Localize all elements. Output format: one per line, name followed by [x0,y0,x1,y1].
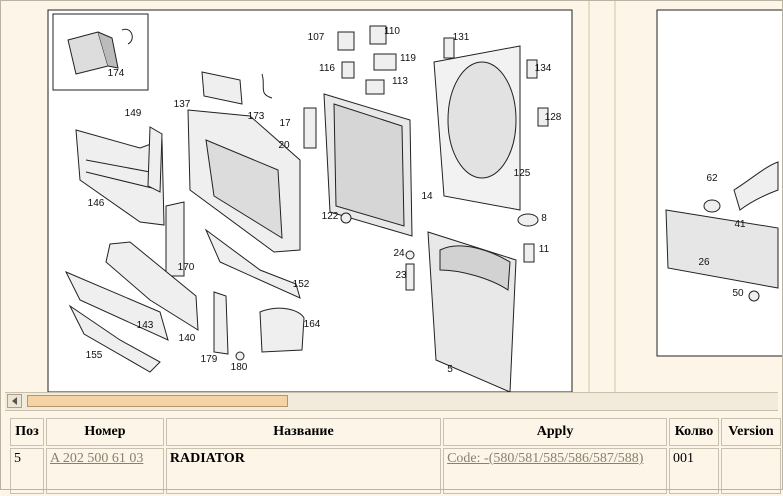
horizontal-scrollbar[interactable] [5,392,778,411]
callout-label-125[interactable]: 125 [514,168,531,179]
part-drawings [64,25,779,392]
divider-right [614,0,616,392]
callout-label-11[interactable]: 11 [539,244,550,255]
callout-label-137[interactable]: 137 [174,99,191,110]
diagram-pane: 174 137 173 149 146 17 20 107 110 119 116 113 131 134… [0,0,783,392]
callout-label-116[interactable]: 116 [319,63,335,74]
callout-labels: 174 137 173 149 146 17 20 107 110 119 116 113 131 134… [86,26,746,375]
callout-label-20[interactable]: 20 [278,140,290,151]
table-row[interactable]: 5 A 202 500 61 03 RADIATOR Code: -(580/5… [10,448,781,494]
callout-label-164[interactable]: 164 [304,319,321,330]
callout-label-122[interactable]: 122 [322,211,339,222]
callout-label-107[interactable]: 107 [308,32,325,43]
parts-diagram[interactable]: 174 137 173 149 146 17 20 107 110 119 116 113 131 134… [0,0,783,392]
scroll-thumb[interactable] [27,395,288,407]
callout-label-173[interactable]: 173 [248,111,265,122]
table-header-row: Поз Номер Название Apply Колво Version [10,418,781,446]
callout-label-23[interactable]: 23 [395,270,407,281]
apply-code-link[interactable]: Code: -(580/581/585/586/587/588) [447,451,644,466]
callout-label-17[interactable]: 17 [279,118,291,129]
callout-label-140[interactable]: 140 [179,333,196,344]
cell-pos: 5 [10,448,44,494]
callout-label-41[interactable]: 41 [734,219,746,230]
callout-label-170[interactable]: 170 [178,262,195,273]
callout-label-14[interactable]: 14 [421,191,433,202]
callout-label-24[interactable]: 24 [393,248,405,259]
col-header-name[interactable]: Название [165,418,442,446]
col-header-pos[interactable]: Поз [10,418,44,446]
col-header-apply[interactable]: Apply [443,418,667,446]
scroll-left-button[interactable] [7,394,22,408]
callout-label-128[interactable]: 128 [545,112,562,123]
col-header-number[interactable]: Номер [45,418,164,446]
callout-label-143[interactable]: 143 [137,320,154,331]
callout-label-62[interactable]: 62 [706,173,718,184]
callout-label-152[interactable]: 152 [293,279,310,290]
cell-version [720,448,781,494]
col-header-qty[interactable]: Колво [669,418,719,446]
cell-number: A 202 500 61 03 [45,448,164,494]
divider-left [588,0,590,392]
cell-name: RADIATOR [165,448,442,494]
parts-table: Поз Номер Название Apply Колво Version 5… [8,416,783,496]
arrow-left-icon [12,397,17,405]
cell-qty: 001 [669,448,719,494]
callout-label-174[interactable]: 174 [108,68,125,79]
part-number-link[interactable]: A 202 500 61 03 [49,451,144,466]
callout-label-110[interactable]: 110 [384,26,400,37]
callout-label-5[interactable]: 5 [447,364,453,375]
callout-label-50[interactable]: 50 [732,288,744,299]
callout-label-119[interactable]: 119 [400,53,416,64]
callout-label-134[interactable]: 134 [535,63,552,74]
callout-label-8[interactable]: 8 [541,213,547,224]
callout-label-113[interactable]: 113 [392,76,408,87]
callout-label-180[interactable]: 180 [231,362,248,373]
callout-label-155[interactable]: 155 [86,350,103,361]
cell-apply: Code: -(580/581/585/586/587/588) [443,448,667,494]
callout-label-146[interactable]: 146 [88,198,105,209]
callout-label-149[interactable]: 149 [125,108,142,119]
col-header-version[interactable]: Version [720,418,781,446]
callout-label-131[interactable]: 131 [453,32,470,43]
callout-label-26[interactable]: 26 [698,257,710,268]
callout-label-179[interactable]: 179 [201,354,218,365]
